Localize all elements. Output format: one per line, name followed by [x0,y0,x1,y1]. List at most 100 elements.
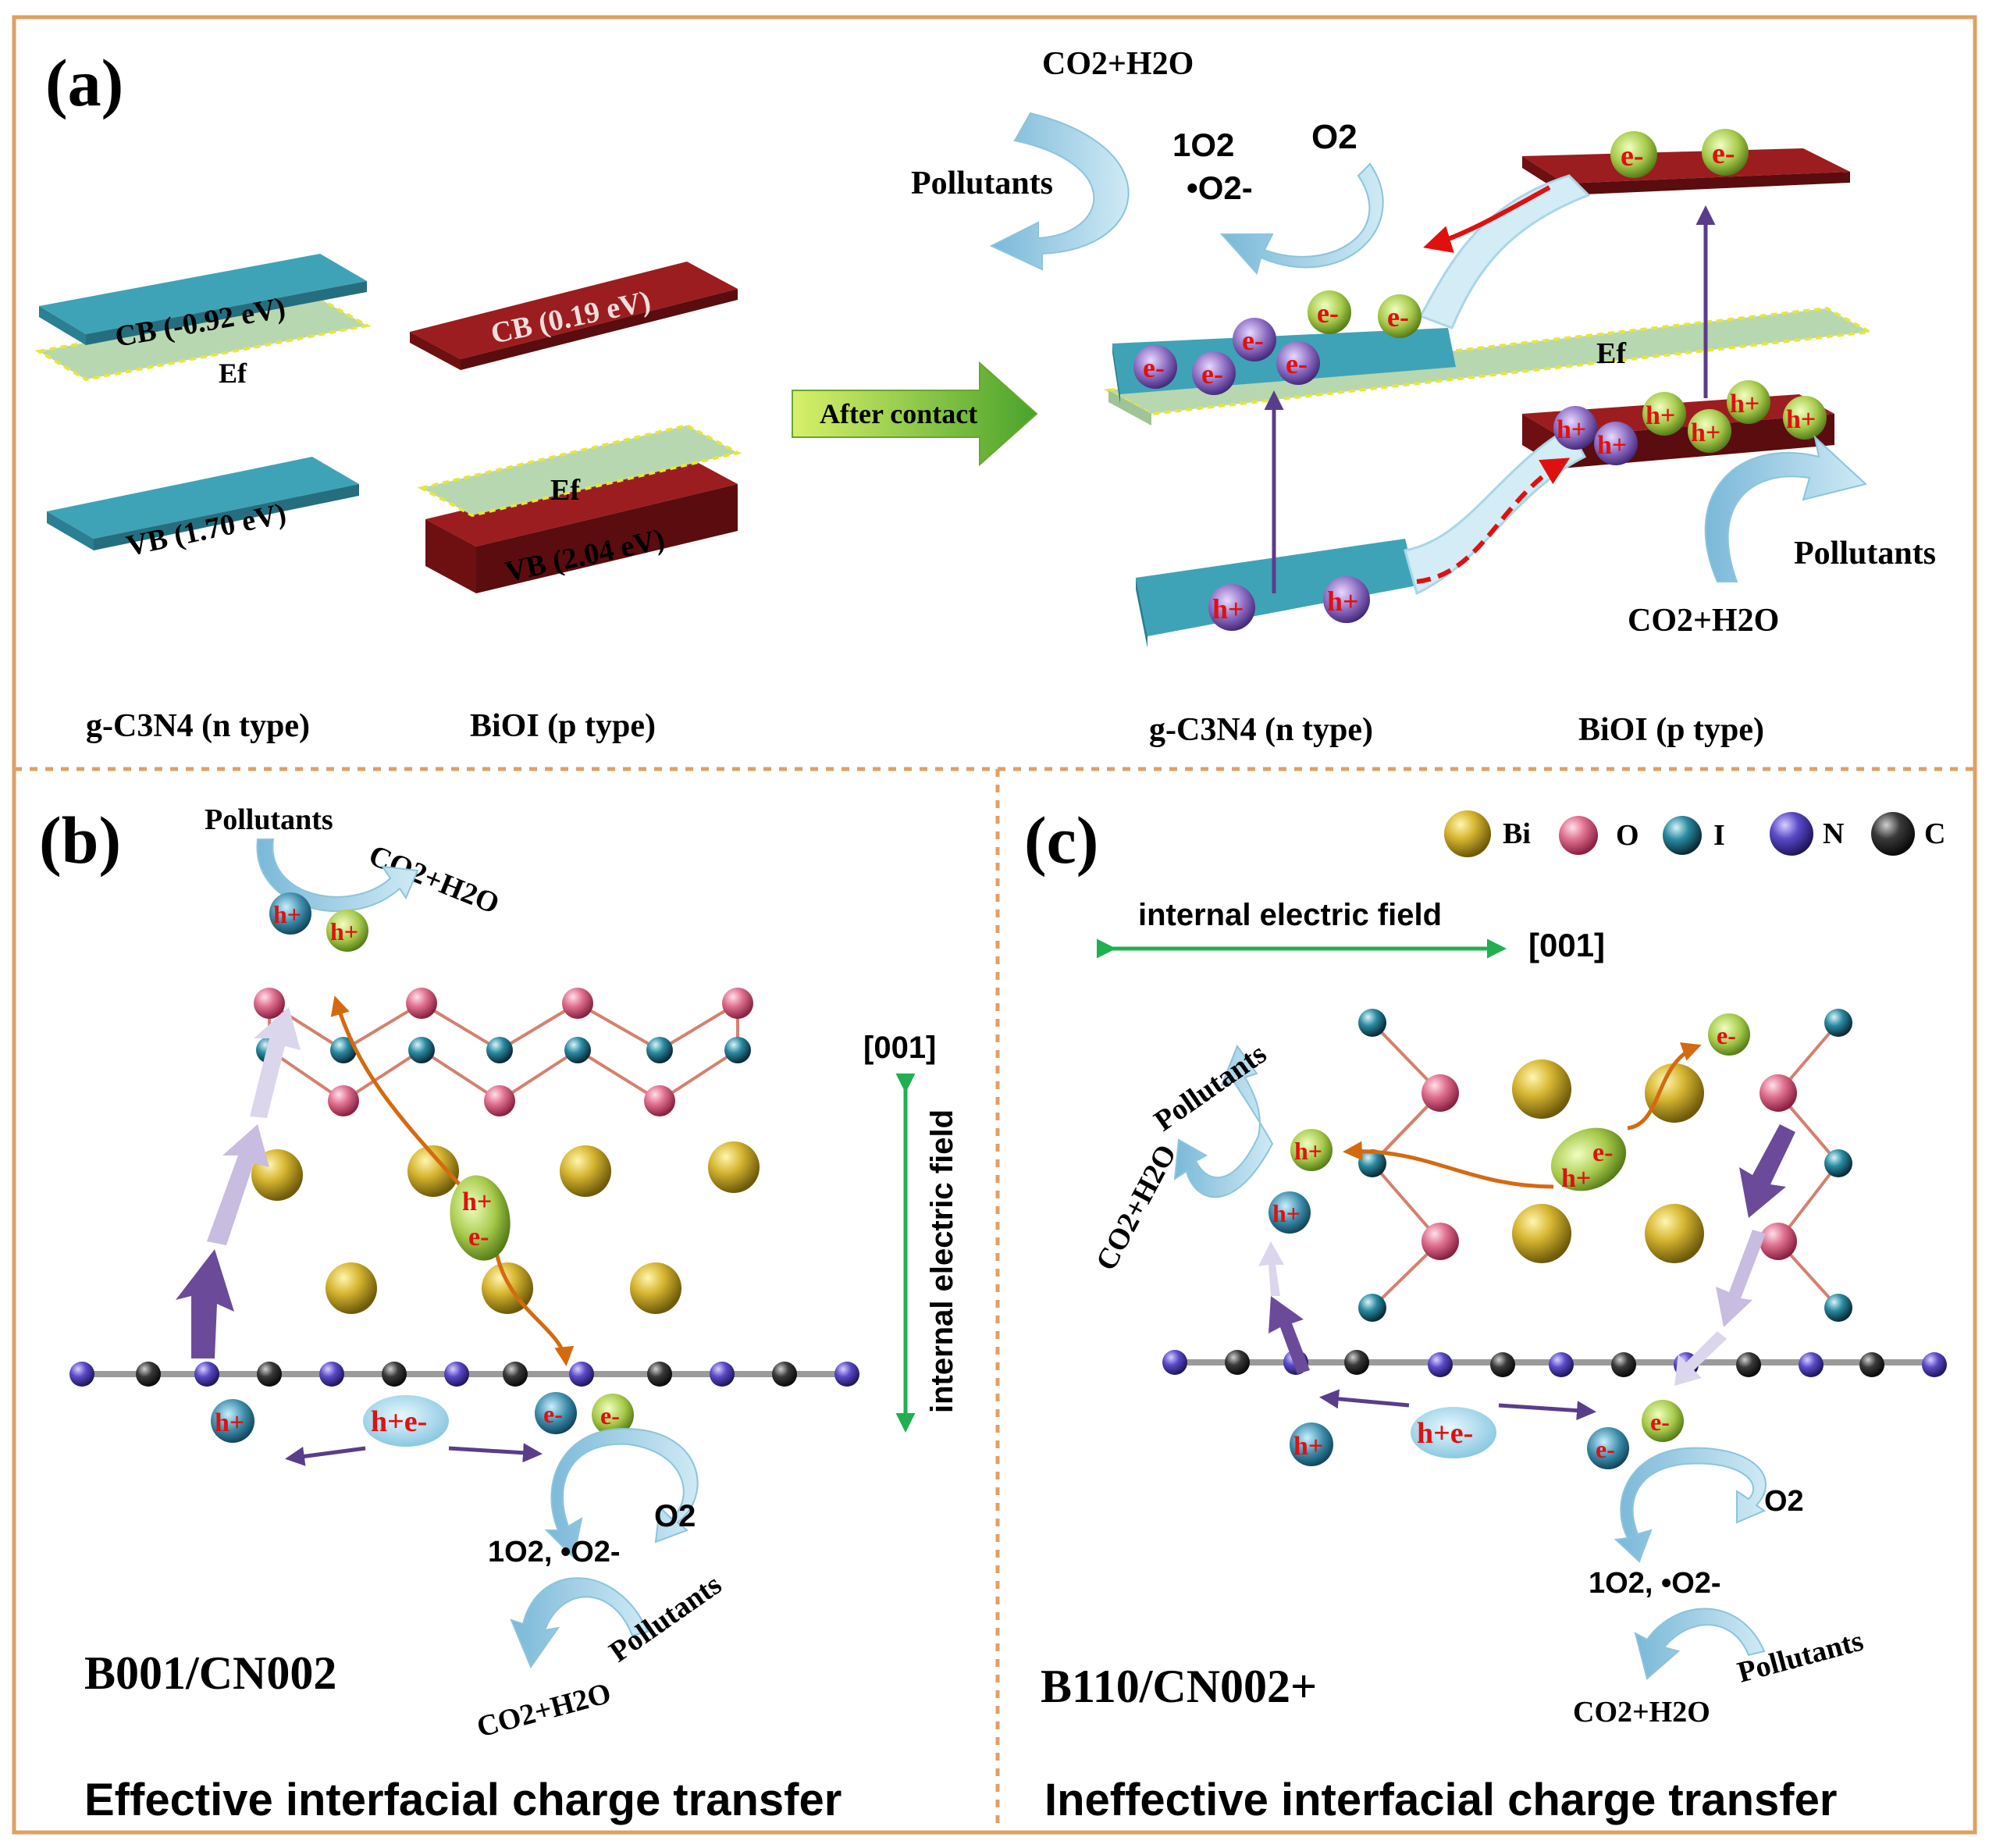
eh-pair: h+ e- [450,1175,511,1261]
electron: e- [1610,131,1657,178]
pollutants-right-label: Pollutants [1794,536,1936,571]
svg-text:h+: h+ [1293,1432,1323,1461]
gcn-atoms-b [69,1362,859,1387]
products-bottom-label-c: CO2+H2O [1573,1696,1710,1729]
transfer-arrow-c [1258,1241,1284,1296]
curved-arrow-pollutants-right [1704,435,1868,582]
eh-pair: h+e- [1411,1407,1496,1458]
hole: h+ [1727,380,1770,424]
svg-text:h+: h+ [1212,593,1244,625]
direction-label-b: [001] [863,1031,936,1065]
direction-label-c: [001] [1528,927,1605,963]
electron: e- [592,1394,634,1436]
bioi-vb-band: Ef VB (2.04 eV) [417,423,742,593]
electron-path-c [1343,1141,1554,1189]
transfer-arrow-c [1268,1296,1310,1374]
svg-text:e-: e- [1717,1021,1736,1049]
bi-atoms-c [1512,1059,1704,1263]
panel-a: (a) CB (-0.92 eV) Ef VB (1.70 eV) CB (0.… [34,45,1936,748]
svg-text:h+e-: h+e- [371,1405,427,1438]
pollutants-top-label: Pollutants [205,803,333,836]
hole: h+ [1553,406,1597,450]
panel-c-label: (c) [1024,803,1098,878]
svg-text:h+: h+ [1557,415,1586,444]
svg-text:Bi: Bi [1503,817,1531,850]
separation-arrow-b [448,1443,543,1463]
superoxide-label: •O2- [1187,169,1253,206]
svg-text:I: I [1713,819,1725,852]
bioi-material-label: BiOI (p type) [470,708,656,744]
svg-text:h+: h+ [1327,586,1359,617]
curved-arrow-pollutants-c-bottom [1634,1608,1766,1680]
hole: h+ [1268,1191,1311,1234]
caption-b: Effective interfacial charge transfer [84,1775,842,1825]
pollutants-top-label: Pollutants [911,166,1053,201]
panel-b: (b) Pollutants CO2+H2O [39,803,959,1825]
svg-text:h+: h+ [330,917,358,945]
transfer-arrow-b [207,1124,269,1245]
svg-text:e-: e- [1650,1408,1670,1436]
electron: e- [1642,1400,1684,1442]
hole: h+ [1594,422,1638,465]
o-atoms-b [254,988,753,1116]
gcn-vb-band: VB (1.70 eV) [47,457,359,563]
svg-text:O: O [1616,819,1639,852]
atom-legend: Bi O I N C [1444,810,1945,857]
after-contact-label: After contact [820,398,977,429]
svg-text:h+: h+ [1646,401,1675,430]
curved-arrow-pollutants-c [1173,1044,1274,1198]
hole: h+ [1208,584,1255,631]
svg-text:h+: h+ [1272,1199,1300,1227]
panel-b-label: (b) [39,803,121,878]
svg-text:e-: e- [1387,301,1409,333]
svg-text:h+: h+ [1786,405,1816,434]
bioi-cb-band: CB (0.19 eV) [410,262,738,370]
charges-after: e- e- e- e- e- e- e- e- h+ h+ h+ h+ h+ h… [1133,129,1827,631]
hole: h+ [1323,576,1370,623]
panel-c: (c) Bi O I N C internal electric field [… [1024,803,1947,1825]
svg-text:e-: e- [1621,140,1644,173]
sample-label-b: B001/CN002 [84,1647,336,1699]
o2-label: O2 [1311,118,1357,156]
bioi-ef-label: Ef [550,474,581,507]
caption-c: Ineffective interfacial charge transfer [1044,1775,1837,1825]
svg-text:e-: e- [1596,1435,1615,1463]
svg-text:h+: h+ [273,900,301,928]
bioi-after-label: BiOI (p type) [1578,712,1764,748]
svg-text:h+e-: h+e- [1417,1417,1473,1450]
bi-atoms-b [251,1141,760,1314]
pollutants-bottom-label-b: Pollutants [603,1568,728,1668]
pollutants-left-label-c: Pollutants [1148,1037,1272,1138]
curved-arrow-o2-b [544,1427,699,1560]
transfer-arrow-b [250,1007,301,1118]
hole: h+ [1290,1422,1333,1466]
electron: e- [535,1392,577,1434]
electron-path-b [330,995,470,1196]
legend-item-o: O [1559,816,1639,855]
curved-arrow-pollutants-b [510,1577,649,1669]
electron: e- [1708,1013,1750,1056]
svg-text:h+: h+ [1294,1137,1322,1165]
hole: h+ [1642,392,1686,436]
curved-arrow-top [256,839,419,912]
svg-text:e-: e- [1201,358,1223,390]
svg-text:e-: e- [468,1223,489,1252]
electron: e- [1276,341,1320,385]
curved-arrow-o2-c [1614,1447,1767,1563]
electron: e- [1378,294,1421,338]
svg-text:h+: h+ [462,1187,492,1216]
separation-arrow-c [1319,1389,1410,1409]
electron: e- [1233,318,1276,361]
sample-label-c: B110/CN002+ [1041,1661,1317,1712]
svg-text:h+: h+ [1730,390,1760,418]
electron: e- [1308,290,1351,334]
legend-item-bi: Bi [1444,810,1531,857]
gcn-atoms-c [1162,1350,1947,1377]
svg-text:e-: e- [1143,352,1165,383]
svg-text:h+: h+ [1597,431,1627,460]
products-top-label: CO2+H2O [365,839,504,920]
separation-arrow-c [1498,1401,1596,1421]
hole: h+ [211,1399,254,1443]
gcn-after-label: g-C3N4 (n type) [1149,712,1373,748]
